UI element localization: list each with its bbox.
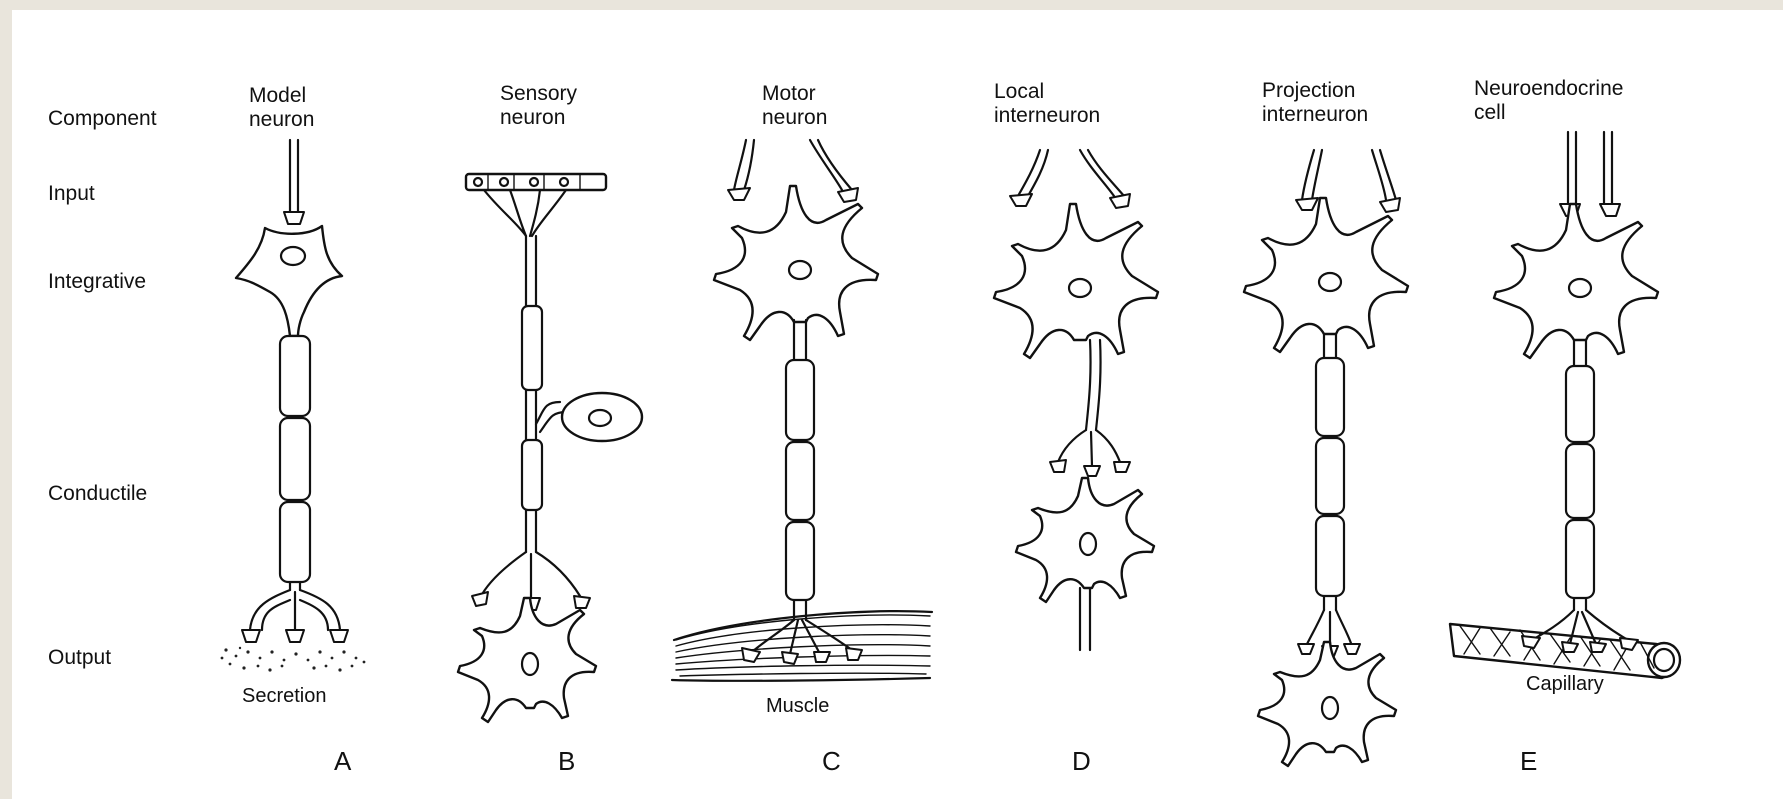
col-e-title-line2: cell — [1474, 101, 1506, 124]
sensory-neuron — [458, 174, 642, 722]
secretion-label: Secretion — [242, 685, 327, 707]
col-b-title-line1: Sensory — [500, 82, 578, 105]
col-c-title-line2: neuron — [762, 106, 827, 129]
col-b-title-line2: neuron — [500, 106, 565, 129]
model-neuron: Secretion — [221, 140, 366, 707]
col-d-title-line1: Local — [994, 80, 1044, 103]
projection-interneuron — [1244, 150, 1408, 766]
col-a-title-line1: Model — [249, 84, 306, 107]
letter-a: A — [334, 746, 352, 776]
col-a-title-line2: neuron — [249, 108, 314, 131]
letter-d: D — [1072, 746, 1091, 776]
col-proj-title-line1: Projection — [1262, 79, 1355, 102]
letter-e: E — [1520, 746, 1537, 776]
row-label-conductile: Conductile — [48, 482, 147, 505]
row-label-component: Component — [48, 107, 157, 130]
capillary-label: Capillary — [1526, 673, 1604, 695]
letter-c: C — [822, 746, 841, 776]
col-d-title-line2: interneuron — [994, 104, 1100, 127]
motor-neuron: Muscle — [672, 140, 932, 717]
row-label-input: Input — [48, 182, 95, 205]
row-label-integrative: Integrative — [48, 270, 146, 293]
muscle-label: Muscle — [766, 695, 829, 717]
row-label-output: Output — [48, 646, 111, 669]
col-e-title-line1: Neuroendocrine — [1474, 77, 1623, 100]
col-proj-title-line2: interneuron — [1262, 103, 1368, 126]
letter-b: B — [558, 746, 575, 776]
neuroendocrine-cell: Capillary — [1450, 132, 1680, 695]
local-interneuron — [994, 150, 1158, 650]
col-c-title-line1: Motor — [762, 82, 816, 105]
